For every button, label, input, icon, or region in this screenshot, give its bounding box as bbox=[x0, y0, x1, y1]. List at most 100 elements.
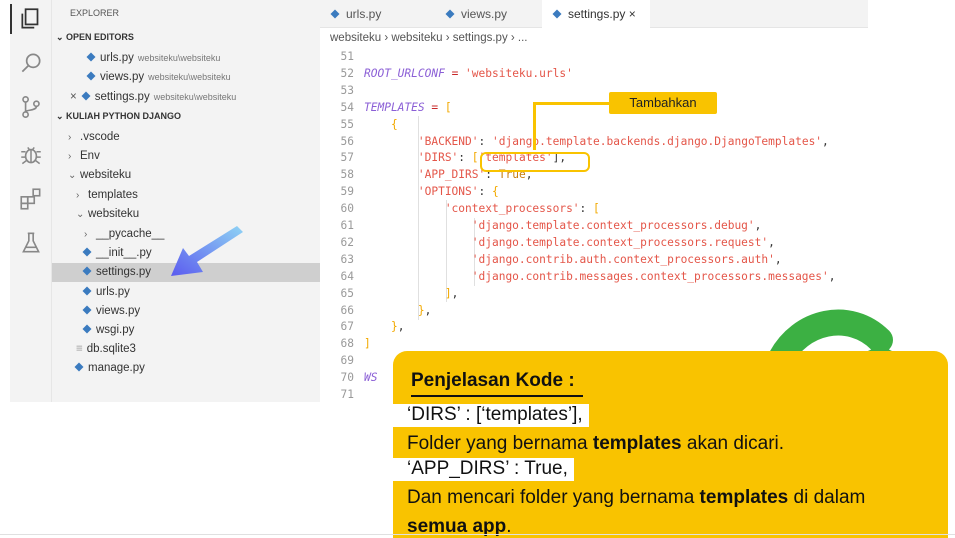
card-text-bold: templates bbox=[699, 487, 789, 508]
tree-folder-pycache[interactable]: ›__pycache__ bbox=[52, 225, 320, 244]
tree-folder-templates[interactable]: › templates bbox=[52, 186, 320, 205]
tree-item-label: __init__.py bbox=[96, 247, 152, 259]
tree-item-label: urls.py bbox=[96, 286, 130, 298]
python-file-icon bbox=[82, 303, 92, 315]
search-icon[interactable] bbox=[18, 50, 44, 76]
code-token: , bbox=[451, 286, 459, 300]
code-line[interactable]: 55 { bbox=[320, 116, 398, 133]
breadcrumb[interactable]: websiteku › websiteku › settings.py › ..… bbox=[330, 32, 528, 44]
explorer-files-icon[interactable] bbox=[10, 4, 44, 34]
code-line[interactable]: 65 ], bbox=[320, 285, 459, 302]
open-editors-section[interactable]: ⌄ OPEN EDITORS bbox=[52, 28, 320, 46]
code-token: 'APP_DIRS' bbox=[364, 168, 486, 182]
code-line[interactable]: 57 'DIRS': ['templates'], bbox=[320, 149, 567, 166]
tree-file-db[interactable]: ≡db.sqlite3 bbox=[52, 340, 320, 359]
card-text: Folder yang bernama bbox=[407, 433, 593, 454]
source-control-icon[interactable] bbox=[18, 94, 44, 120]
code-line[interactable]: 59 'OPTIONS': { bbox=[320, 183, 499, 200]
close-icon[interactable]: × bbox=[628, 7, 636, 21]
title-underline bbox=[411, 395, 583, 397]
code-token: 'django.template.backends.django.DjangoT… bbox=[492, 134, 823, 148]
close-icon[interactable]: × bbox=[70, 91, 77, 103]
chevron-right-icon: › bbox=[68, 132, 72, 143]
code-token: : bbox=[485, 168, 499, 182]
line-number: 59 bbox=[340, 185, 354, 199]
debug-icon[interactable] bbox=[18, 142, 44, 168]
tab-urls[interactable]: urls.py bbox=[320, 0, 420, 28]
code-line[interactable]: 56 'BACKEND': 'django.template.backends.… bbox=[320, 133, 829, 150]
code-line[interactable]: 61 'django.template.context_processors.d… bbox=[320, 217, 762, 234]
project-section[interactable]: ⌄ KULIAH PYTHON DJANGO bbox=[52, 107, 320, 125]
card-text-app-dirs: Dan mencari folder yang bernama template… bbox=[393, 487, 948, 510]
extensions-icon[interactable] bbox=[18, 186, 44, 212]
line-number: 53 bbox=[340, 83, 354, 97]
code-line[interactable]: 67 }, bbox=[320, 318, 405, 335]
tree-folder-websiteku-inner[interactable]: ⌄websiteku bbox=[52, 205, 320, 224]
code-line[interactable]: 64 'django.contrib.messages.context_proc… bbox=[320, 268, 836, 285]
code-line[interactable]: 69 bbox=[320, 352, 364, 369]
code-token: [ bbox=[593, 202, 600, 216]
divider bbox=[0, 534, 955, 535]
card-text-all-apps: semua app. bbox=[393, 516, 948, 538]
code-token: { bbox=[492, 185, 499, 199]
line-number: 54 bbox=[340, 100, 354, 114]
editor-tabs: urls.py views.py settings.py × bbox=[320, 0, 868, 28]
code-token: : bbox=[478, 134, 492, 148]
code-line[interactable]: 68] bbox=[320, 335, 371, 352]
tree-folder-websiteku[interactable]: ⌄websiteku bbox=[52, 166, 320, 185]
tab-settings[interactable]: settings.py × bbox=[542, 0, 650, 28]
code-token: { bbox=[364, 117, 398, 131]
open-editor-name: urls.py bbox=[100, 52, 134, 64]
chevron-right-icon: › bbox=[76, 190, 80, 201]
tree-file-urls[interactable]: urls.py bbox=[52, 283, 320, 302]
chevron-down-icon: ⌄ bbox=[56, 111, 67, 121]
code-line[interactable]: 53 bbox=[320, 82, 364, 99]
tree-folder-vscode[interactable]: ›.vscode bbox=[52, 128, 320, 147]
tree-file-wsgi[interactable]: wsgi.py bbox=[52, 321, 320, 340]
open-editors-label: OPEN EDITORS bbox=[66, 32, 134, 42]
code-line[interactable]: 51 bbox=[320, 48, 364, 65]
open-editor-path: websiteku\websiteku bbox=[153, 92, 237, 102]
tree-file-manage[interactable]: manage.py bbox=[52, 359, 320, 378]
code-line[interactable]: 63 'django.contrib.auth.context_processo… bbox=[320, 251, 782, 268]
pointer-arrow-icon bbox=[165, 220, 245, 280]
tree-item-label: templates bbox=[88, 189, 138, 201]
tree-file-init[interactable]: __init__.py bbox=[52, 244, 320, 263]
tab-label: views.py bbox=[461, 7, 508, 21]
database-file-icon: ≡ bbox=[76, 343, 83, 355]
tree-item-label: Env bbox=[80, 150, 100, 162]
card-text: akan dicari. bbox=[681, 433, 785, 454]
code-line[interactable]: 62 'django.template.context_processors.r… bbox=[320, 234, 775, 251]
card-text-dirs: Folder yang bernama templates akan dicar… bbox=[393, 433, 948, 456]
tree-file-views[interactable]: views.py bbox=[52, 302, 320, 321]
tab-views[interactable]: views.py bbox=[435, 0, 535, 28]
python-file-icon bbox=[82, 245, 92, 257]
code-line[interactable]: 66 }, bbox=[320, 302, 432, 319]
python-file-icon bbox=[330, 1, 340, 19]
line-number: 61 bbox=[340, 219, 354, 232]
python-file-icon bbox=[82, 322, 92, 334]
card-text-bold: semua app bbox=[407, 516, 507, 537]
code-token: , bbox=[397, 320, 405, 334]
code-token: , bbox=[828, 269, 836, 283]
tree-folder-env[interactable]: ›Env bbox=[52, 147, 320, 166]
test-flask-icon[interactable] bbox=[18, 230, 44, 256]
code-token: 'templates' bbox=[478, 151, 553, 165]
line-number: 71 bbox=[340, 388, 354, 401]
open-editor-name: settings.py bbox=[94, 91, 150, 103]
tree-item-label: settings.py bbox=[96, 266, 151, 278]
code-token: [ bbox=[471, 151, 479, 165]
code-line[interactable]: 60 'context_processors': [ bbox=[320, 200, 600, 217]
card-code-app-dirs: ‘APP_DIRS’ : True, bbox=[393, 458, 574, 481]
code-token: , bbox=[768, 235, 775, 249]
code-token: } bbox=[364, 320, 398, 334]
code-line[interactable]: 71 bbox=[320, 386, 364, 402]
